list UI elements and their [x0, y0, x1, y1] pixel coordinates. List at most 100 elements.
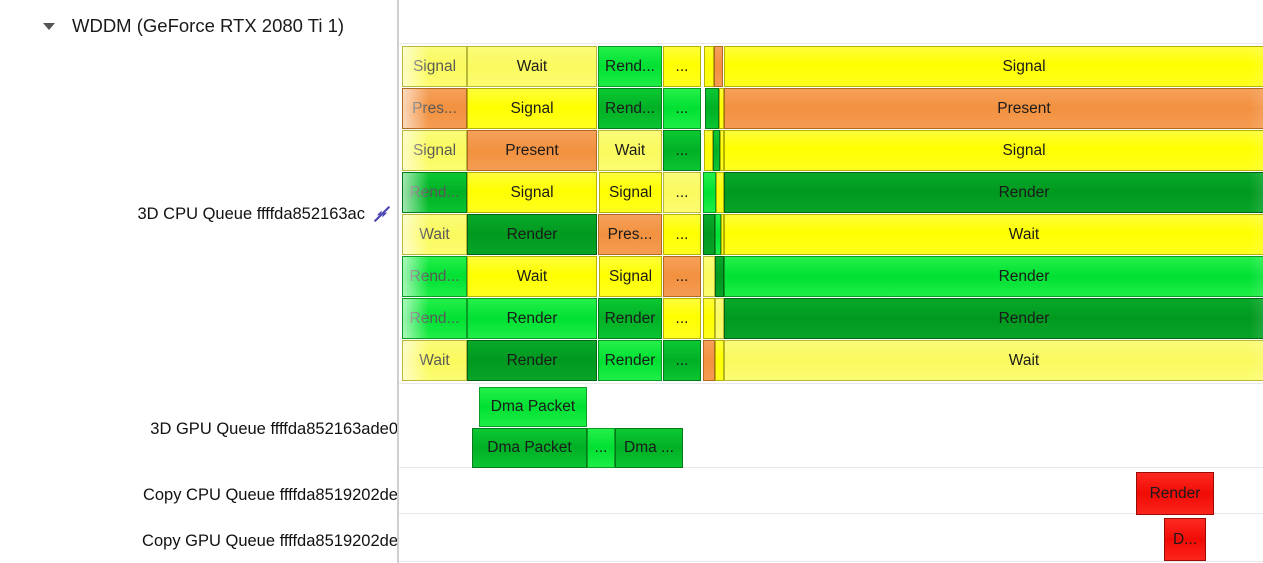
timeline-block[interactable]: ... — [663, 172, 701, 213]
timeline-block-narrow[interactable] — [715, 256, 724, 297]
timeline-block[interactable]: Signal — [599, 256, 662, 297]
timeline-block[interactable]: Dma Packet — [479, 387, 587, 427]
timeline-block[interactable]: D... — [1164, 518, 1206, 561]
timeline-block[interactable]: Render — [724, 298, 1263, 339]
timeline-block[interactable]: Render — [598, 340, 662, 381]
timeline-block[interactable]: Wait — [724, 340, 1263, 381]
timeline-block-narrow[interactable] — [705, 88, 719, 129]
collapse-arrows-icon[interactable] — [372, 204, 392, 224]
row-label-3d-gpu-queue[interactable]: 3D GPU Queue ffffda852163ade0 — [150, 408, 398, 450]
timeline-block[interactable]: Signal — [724, 130, 1263, 171]
band-separator — [399, 561, 1263, 562]
timeline-lane-copy-cpu-queue-0: Render — [399, 472, 1263, 515]
timeline-block-narrow[interactable] — [720, 130, 724, 171]
timeline-block[interactable]: Render — [598, 298, 662, 339]
group-header-wddm[interactable]: WDDM (GeForce RTX 2080 Ti 1) — [0, 4, 398, 48]
timeline-block[interactable]: Dma ... — [615, 428, 683, 468]
band-separator — [399, 43, 1263, 44]
row-label-text: Copy CPU Queue ffffda8519202de — [142, 485, 398, 504]
timeline-block-narrow[interactable] — [713, 130, 720, 171]
timeline-block-narrow[interactable] — [719, 88, 724, 129]
timeline-block[interactable]: Rend... — [598, 46, 662, 87]
timeline-block[interactable]: Wait — [402, 214, 467, 255]
timeline-block-label: Wait — [419, 225, 450, 243]
timeline-block[interactable]: ... — [663, 214, 701, 255]
timeline-block[interactable]: ... — [663, 298, 701, 339]
timeline-block-narrow[interactable] — [715, 298, 724, 339]
timeline-block-narrow[interactable] — [704, 130, 713, 171]
timeline-block[interactable]: ... — [663, 130, 701, 171]
timeline-block-label: Signal — [1002, 57, 1046, 75]
timeline-block[interactable]: Rend... — [598, 88, 662, 129]
timeline-block[interactable]: Signal — [599, 172, 662, 213]
timeline-block[interactable]: Render — [1136, 472, 1214, 515]
timeline-block[interactable]: Wait — [467, 256, 597, 297]
timeline-block[interactable]: ... — [663, 256, 701, 297]
row-label-copy-gpu-queue[interactable]: Copy GPU Queue ffffda8519202de — [142, 520, 398, 562]
timeline-block[interactable]: Render — [467, 214, 597, 255]
timeline-block[interactable]: Wait — [724, 214, 1263, 255]
timeline-block[interactable]: Present — [467, 130, 597, 171]
timeline-block-narrow[interactable] — [715, 214, 721, 255]
timeline-block-narrow[interactable] — [704, 46, 714, 87]
timeline-block-label: Pres... — [607, 225, 653, 243]
timeline-block-narrow[interactable] — [703, 298, 715, 339]
timeline-block-narrow[interactable] — [703, 214, 715, 255]
timeline-block[interactable]: Rend... — [402, 172, 467, 213]
timeline-block-label: Render — [506, 225, 558, 243]
timeline-block-narrow[interactable] — [703, 172, 716, 213]
timeline-block-label: Render — [998, 183, 1050, 201]
timeline-block[interactable]: Pres... — [402, 88, 467, 129]
timeline-block[interactable]: Rend... — [402, 256, 467, 297]
timeline-block-narrow[interactable] — [703, 340, 715, 381]
timeline-block[interactable]: Present — [724, 88, 1263, 129]
timeline-block[interactable]: Render — [724, 172, 1263, 213]
timeline-block-narrow[interactable] — [716, 172, 724, 213]
timeline-block-label: Pres... — [412, 99, 457, 117]
timeline-block[interactable]: ... — [587, 428, 615, 468]
timeline-block-label: Present — [997, 99, 1051, 117]
timeline-block-narrow[interactable] — [703, 256, 715, 297]
timeline-block[interactable]: ... — [663, 88, 701, 129]
row-label-text: 3D CPU Queue ffffda852163ac — [137, 204, 365, 223]
timeline-block-label: ... — [675, 351, 689, 369]
timeline-block[interactable]: Render — [724, 256, 1263, 297]
timeline-block[interactable]: Signal — [467, 88, 597, 129]
timeline-block-label: Render — [998, 267, 1050, 285]
timeline-block[interactable]: Rend... — [402, 298, 467, 339]
timeline-block[interactable]: Wait — [467, 46, 597, 87]
timeline-block-label: Render — [604, 351, 656, 369]
triangle-down-icon[interactable] — [38, 15, 60, 37]
timeline-block[interactable]: Signal — [402, 46, 467, 87]
timeline-block[interactable]: Signal — [724, 46, 1263, 87]
row-label-3d-cpu-queue[interactable]: 3D CPU Queue ffffda852163ac — [137, 192, 392, 236]
timeline-block-narrow[interactable] — [721, 214, 724, 255]
timeline-block-label: Signal — [1002, 141, 1046, 159]
timeline-block-label: Signal — [412, 141, 457, 159]
timeline-block-label: Signal — [510, 183, 554, 201]
timeline-block[interactable]: Wait — [598, 130, 662, 171]
timeline-block-narrow[interactable] — [714, 46, 723, 87]
timeline-block[interactable]: Pres... — [598, 214, 662, 255]
timeline-block[interactable]: Dma Packet — [472, 428, 587, 468]
timeline-block-label: Signal — [510, 99, 554, 117]
timeline-block[interactable]: ... — [663, 340, 701, 381]
timeline-block-narrow[interactable] — [715, 340, 724, 381]
timeline-block-label: Dma Packet — [487, 439, 572, 457]
timeline-block[interactable]: Signal — [467, 172, 597, 213]
timeline-block[interactable]: Signal — [402, 130, 467, 171]
row-label-text: Copy GPU Queue ffffda8519202de — [142, 531, 398, 550]
timeline-block[interactable]: Render — [467, 298, 597, 339]
timeline-block[interactable]: ... — [663, 46, 701, 87]
timeline-block[interactable]: Wait — [402, 340, 467, 381]
pane-divider[interactable] — [397, 0, 399, 563]
row-label-copy-cpu-queue[interactable]: Copy CPU Queue ffffda8519202de — [143, 474, 398, 516]
timeline-block[interactable]: Render — [467, 340, 597, 381]
timeline-block-label: ... — [675, 57, 689, 75]
